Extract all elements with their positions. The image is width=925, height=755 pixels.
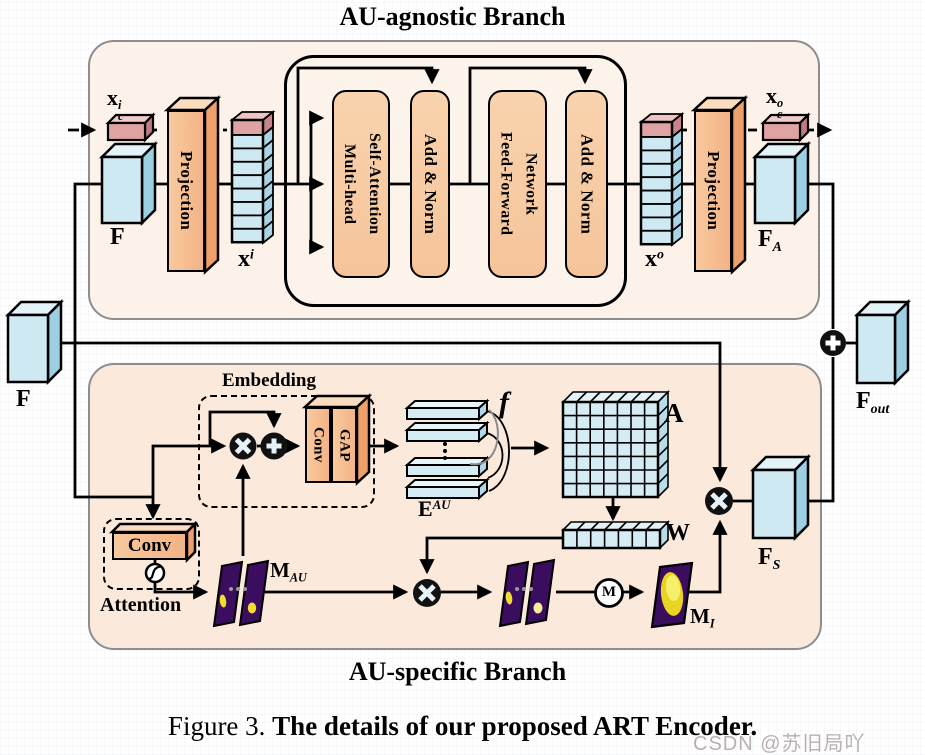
au-embedding-bars (404, 398, 490, 501)
title-au-specific: AU-specific Branch (348, 657, 567, 686)
multiply-icon-embedding (229, 432, 257, 460)
projection-in-3d (163, 95, 222, 275)
operators (144, 330, 846, 608)
xo-label: xo (645, 246, 664, 272)
attention-conv-label: Conv (127, 535, 172, 556)
embedding-label: Embedding (222, 370, 316, 391)
weight-vector-w (561, 520, 670, 550)
solid-shapes (4, 95, 912, 629)
add-norm-1-label: Add & Norm (421, 133, 440, 235)
fa-cube (751, 140, 812, 227)
watermark: CSDN @苏旧局吖 (693, 733, 866, 755)
f-label-top: F (110, 224, 125, 250)
attention-label: Attention (100, 594, 182, 616)
masked-patches (498, 558, 556, 628)
attention-conv-block: Conv (112, 532, 187, 560)
embed-conv-block: Conv (305, 407, 331, 483)
similarity-fn-label: f (499, 386, 509, 419)
figure-caption: Figure 3. The details of our proposed AR… (0, 711, 925, 742)
xi-label: xi (238, 246, 254, 272)
input-feature-cube-top (98, 140, 159, 227)
fa-label: FA (758, 226, 782, 255)
projection-out-block: Projection (694, 110, 732, 272)
f-label-bottom: F (16, 386, 31, 412)
projection-in-block: Projection (167, 110, 205, 272)
projection-in-label: Projection (177, 151, 196, 231)
fs-label: FS (758, 544, 781, 573)
multiply-icon-output (705, 487, 733, 515)
fout-cube (853, 298, 912, 387)
title-au-agnostic: AU-agnostic Branch (339, 2, 566, 31)
caption-text: The details of our proposed ART Encoder. (272, 711, 758, 741)
merge-m-label: M (601, 584, 617, 600)
ffn-block: Feed-Forward Network (488, 90, 547, 278)
token-stack-in (229, 110, 276, 245)
msa-label: Multi-head Self-Attention (341, 133, 383, 235)
projection-out-3d (690, 95, 749, 275)
multiply-icon-masks (413, 579, 441, 607)
output-class-token-box (760, 112, 811, 143)
embedding-dashed-box (198, 395, 375, 508)
add-norm-1-block: Add & Norm (410, 90, 450, 278)
caption-prefix: Figure 3. (167, 711, 266, 741)
input-feature-cube-bottom (4, 298, 65, 386)
embed-conv-label: Conv (310, 427, 327, 463)
add-icon-output (820, 330, 846, 356)
skip-connection-2 (468, 66, 593, 184)
embed-gap-block: GAP (331, 407, 357, 483)
weights-w-label: W (666, 520, 690, 546)
add-norm-2-label: Add & Norm (577, 133, 597, 235)
ffn-label: Feed-Forward Network (497, 132, 540, 236)
merge-m-icon (594, 578, 624, 608)
mau-label: MAU (270, 558, 307, 585)
mi-label: MI (690, 604, 715, 631)
matrix-a-label: A (664, 398, 684, 428)
fout-label: Fout (856, 388, 890, 417)
sigmoid-icon (144, 562, 166, 584)
similarity-arcs (469, 409, 510, 492)
au-mask-patches (212, 559, 270, 628)
embed-gap-label: GAP (336, 428, 353, 462)
projection-out-label: Projection (704, 151, 723, 231)
add-norm-2-block: Add & Norm (565, 90, 608, 278)
token-stack-out (638, 112, 685, 247)
eau-label: EAU (418, 496, 451, 521)
attention-conv-3d (108, 520, 199, 564)
msa-block: Multi-head Self-Attention (332, 90, 390, 278)
input-class-token-box (105, 112, 156, 143)
fs-cube (749, 453, 812, 542)
matrix-a (561, 390, 670, 499)
integrated-mask-patch (650, 561, 694, 629)
conv-gap-3d (301, 393, 373, 486)
skip-connection-1 (296, 66, 440, 184)
add-icon-embedding (260, 432, 288, 460)
